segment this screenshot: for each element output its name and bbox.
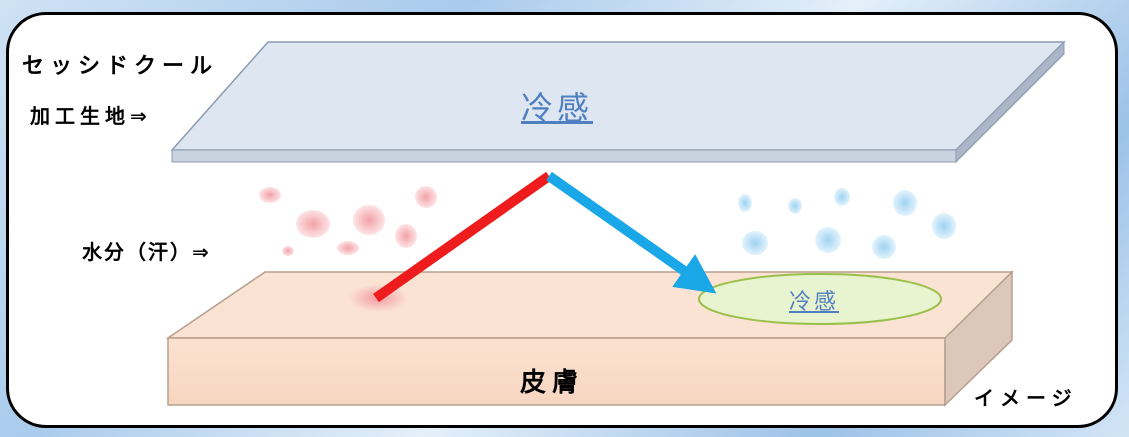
skin-cool-area <box>698 273 942 325</box>
image-note: イメージ <box>974 386 1078 410</box>
moisture-droplets-cool <box>738 188 956 259</box>
skin-cool-text: 冷感 <box>789 290 840 315</box>
skin-label: 皮膚 <box>520 368 585 398</box>
fabric-plate <box>170 40 1066 164</box>
cooling-arrow <box>546 171 717 294</box>
moisture-label: 水分（汗）⇒ <box>82 240 211 264</box>
heat-transfer-arrow <box>373 171 552 303</box>
fabric-label-line1: セッシドクール <box>22 54 219 79</box>
moisture-droplets-warm <box>259 186 437 256</box>
fabric-cool-text: 冷感 <box>521 89 594 127</box>
fabric-label-line2: 加工生地⇒ <box>30 104 152 128</box>
